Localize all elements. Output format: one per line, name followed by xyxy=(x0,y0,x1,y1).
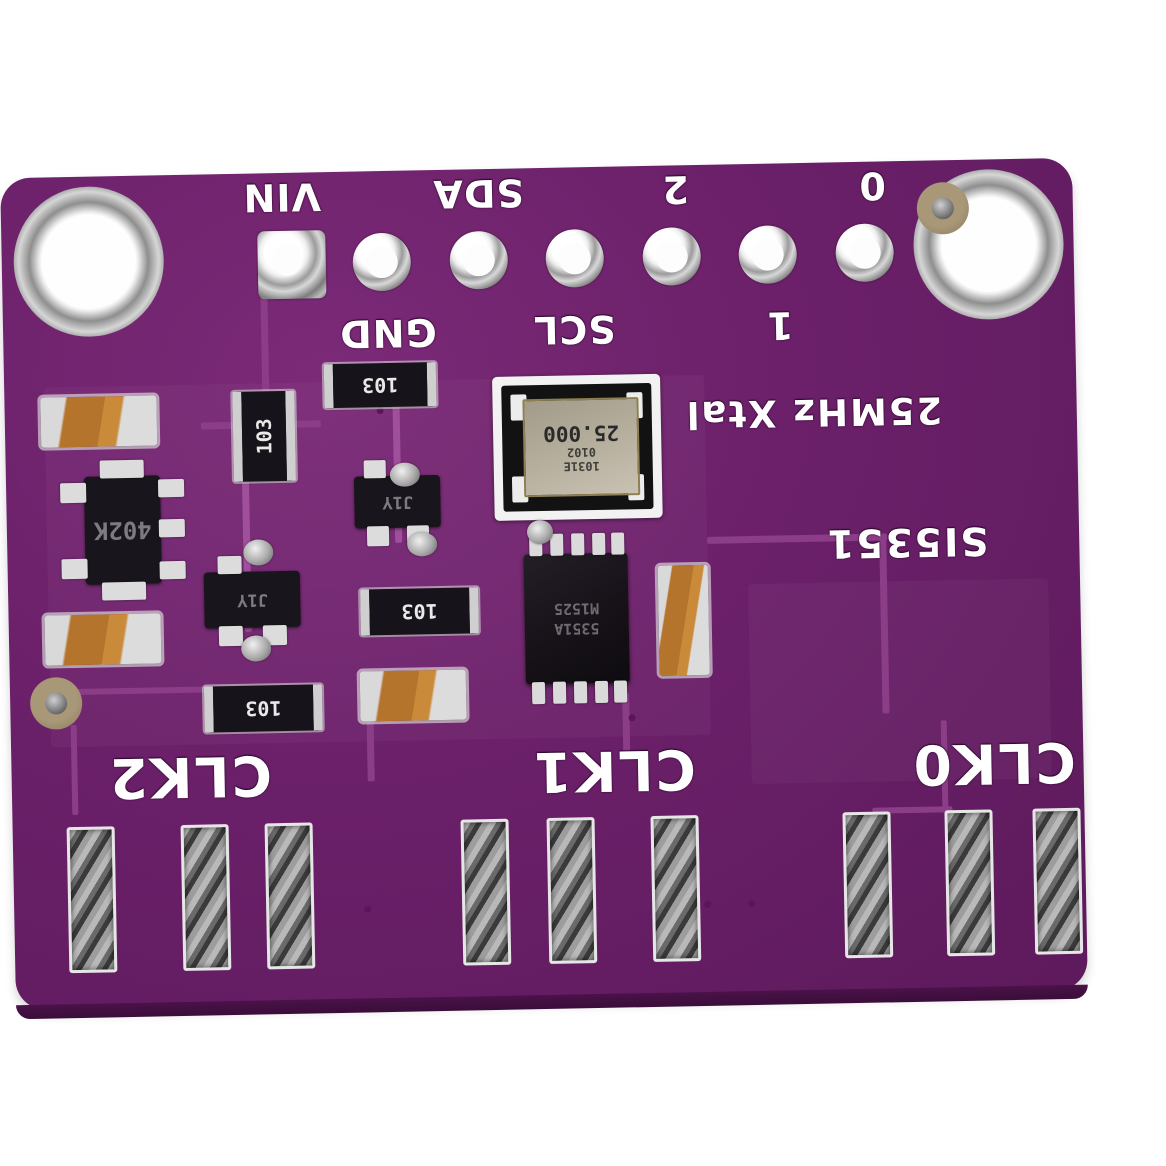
silk-label-clk2: CLK2 xyxy=(107,743,273,811)
regulator-402k: 402K xyxy=(59,459,186,601)
ic-pin xyxy=(573,681,588,704)
header-pin-0[interactable] xyxy=(835,223,895,283)
via-dot xyxy=(376,407,384,415)
resistor-103-d: 103 xyxy=(203,684,323,733)
header-pin-vin[interactable] xyxy=(257,230,327,300)
silk-label-si5351: SI5351 xyxy=(824,517,989,566)
sot-pin xyxy=(59,482,87,504)
edge-pad-clk2-3[interactable] xyxy=(264,822,316,970)
crystal-line3: 1031E xyxy=(563,458,601,474)
silk-label-clk0-pin: 0 xyxy=(857,163,887,208)
capacitor-a xyxy=(40,395,158,448)
header-pin-gnd[interactable] xyxy=(352,232,412,292)
sot-pin xyxy=(61,558,88,580)
crystal-25mhz: 1031E 0102 25.000 xyxy=(492,373,663,521)
edge-pad-clk1-2[interactable] xyxy=(546,817,598,964)
ic-marking-line1: 5351A xyxy=(554,619,600,639)
transistor-marking: J1Y xyxy=(236,589,268,610)
resistor-103-c: 103 xyxy=(360,587,479,636)
header-pin-1[interactable] xyxy=(738,225,798,285)
silk-label-clk2-pin: 2 xyxy=(661,167,690,212)
transistor-marking: J1Y xyxy=(381,491,413,513)
ic-pin xyxy=(592,532,606,556)
sot-pin xyxy=(101,581,147,601)
pcb-board: VIN GND SDA SCL 2 1 0 25MHz Xtal SI5351 … xyxy=(0,157,1088,1011)
capacitor-d xyxy=(657,564,710,676)
ic-pin xyxy=(552,681,567,704)
ic-pin xyxy=(594,680,609,704)
sot-pin xyxy=(157,478,185,498)
sot-pin xyxy=(366,525,390,547)
crystal-line1: 25.000 xyxy=(543,420,620,446)
sot-pin xyxy=(158,518,186,538)
regulator-marking: 402K xyxy=(93,515,153,545)
header-pin-scl[interactable] xyxy=(545,228,605,288)
silk-label-clk1-pin: 1 xyxy=(765,303,794,348)
resistor-103-b: 103 xyxy=(323,362,437,409)
edge-pad-clk0-1[interactable] xyxy=(842,811,894,959)
silk-label-sda: SDA xyxy=(432,170,525,217)
resistor-marking: 103 xyxy=(361,372,399,398)
ic-pin xyxy=(611,532,625,555)
sot-pin xyxy=(217,555,242,575)
silk-label-gnd: GND xyxy=(338,310,438,356)
capacitor-c xyxy=(359,669,467,722)
silk-label-xtal: 25MHz Xtal xyxy=(684,388,943,437)
resistor-marking: 103 xyxy=(245,696,282,721)
via-dot xyxy=(364,905,372,913)
silk-label-vin: VIN xyxy=(242,174,322,220)
crystal-marking: 1031E 0102 25.000 xyxy=(522,397,641,498)
mounting-hole-left xyxy=(12,185,166,339)
transistor-b: J1Y xyxy=(203,555,301,647)
edge-pad-clk1-1[interactable] xyxy=(460,818,512,966)
ic-marking-line2: M1525 xyxy=(553,598,600,618)
ic-pin xyxy=(571,533,585,556)
resistor-103-a: 103 xyxy=(232,390,296,482)
sot-pin xyxy=(99,459,144,479)
si5351-ic: 5351A M1525 xyxy=(523,532,630,705)
via-dot xyxy=(748,900,756,908)
edge-pad-clk2-2[interactable] xyxy=(180,824,232,971)
edge-pad-clk1-3[interactable] xyxy=(650,815,702,962)
edge-pad-clk0-3[interactable] xyxy=(1032,807,1084,955)
edge-pad-clk2-1[interactable] xyxy=(66,826,118,974)
resistor-marking: 103 xyxy=(401,599,438,624)
silk-label-clk0: CLK0 xyxy=(910,729,1077,797)
header-pin-2[interactable] xyxy=(642,226,702,287)
header-pin-sda[interactable] xyxy=(449,230,509,290)
sot-pin xyxy=(159,560,186,580)
silk-label-scl: SCL xyxy=(532,306,617,353)
silk-label-clk1: CLK1 xyxy=(530,737,697,805)
ic-pin xyxy=(550,533,564,556)
resistor-marking: 103 xyxy=(251,418,277,455)
via-dot xyxy=(704,900,712,908)
ic-pin xyxy=(531,682,546,705)
sot-pin xyxy=(218,625,244,647)
edge-pad-clk0-2[interactable] xyxy=(944,809,996,957)
sot-pin xyxy=(363,460,386,479)
capacitor-b xyxy=(44,613,162,666)
crystal-line2: 0102 xyxy=(567,444,597,460)
ic-pin xyxy=(613,680,628,703)
